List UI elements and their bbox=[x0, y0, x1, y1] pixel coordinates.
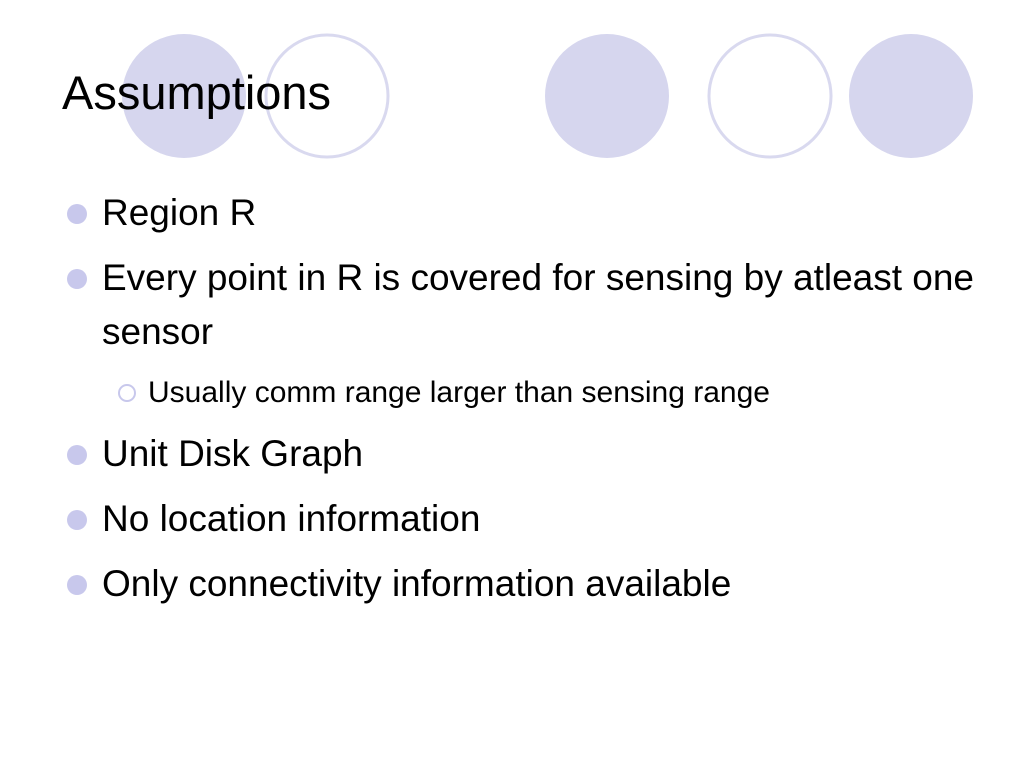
bullet-text: Unit Disk Graph bbox=[102, 433, 364, 474]
bullet-text: Region R bbox=[102, 192, 257, 233]
bullet-dot-icon bbox=[67, 575, 87, 595]
bullet-dot-icon bbox=[67, 510, 87, 530]
bullet-ring-icon bbox=[118, 384, 136, 402]
filled-circle-1 bbox=[122, 34, 246, 158]
bullet-text: Only connectivity information available bbox=[102, 563, 732, 604]
slide-title: Assumptions bbox=[62, 66, 332, 119]
bullet-dot-icon bbox=[67, 445, 87, 465]
bullet-item: Every point in R is covered for sensing … bbox=[67, 251, 982, 359]
outline-circle-1 bbox=[264, 33, 390, 159]
bullet-dot-icon bbox=[67, 269, 87, 289]
bullet-item: Only connectivity information available bbox=[67, 557, 982, 611]
filled-circle-2 bbox=[545, 34, 669, 158]
sub-bullet-text: Usually comm range larger than sensing r… bbox=[148, 376, 770, 409]
sub-bullet-item: Usually comm range larger than sensing r… bbox=[118, 373, 988, 413]
bullet-text: No location information bbox=[102, 498, 481, 539]
decorative-circles bbox=[122, 33, 973, 159]
bullet-item: No location information bbox=[67, 492, 982, 546]
bullet-dot-icon bbox=[67, 204, 87, 224]
outline-circle-2 bbox=[707, 33, 833, 159]
bullet-text: Every point in R is covered for sensing … bbox=[102, 257, 975, 352]
bullet-item: Region R bbox=[67, 186, 982, 240]
bullet-item: Unit Disk Graph bbox=[67, 427, 982, 481]
filled-circle-3 bbox=[849, 34, 973, 158]
